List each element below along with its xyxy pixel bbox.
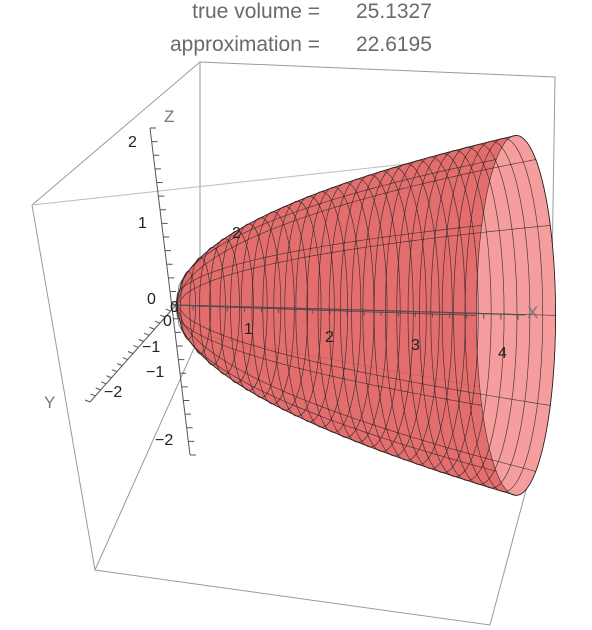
axis-tick xyxy=(95,387,101,391)
axis-tick xyxy=(170,302,177,306)
axis-tick xyxy=(154,320,161,324)
z-tick-label: 0 xyxy=(147,291,156,308)
axis-tick xyxy=(122,357,128,361)
axis-tick xyxy=(90,393,96,397)
box-back-left xyxy=(94,334,201,571)
origin-label: 0 xyxy=(163,313,172,330)
x-tick-label: 1 xyxy=(244,321,253,338)
surface-meridian xyxy=(175,304,551,406)
y-tick-label: 0 xyxy=(170,299,179,316)
axis-tick xyxy=(127,351,134,354)
axis-tick xyxy=(143,332,150,336)
surface-meridian xyxy=(175,225,551,306)
true-volume-label: true volume = xyxy=(192,0,320,23)
z-tick-label: 2 xyxy=(128,134,137,151)
x-tick-label: 4 xyxy=(498,345,507,362)
surface-meridian xyxy=(175,304,477,316)
x-tick-label: 2 xyxy=(325,329,334,346)
axis-tick xyxy=(100,381,107,385)
axes xyxy=(84,127,526,456)
z-axis-minor-ticks xyxy=(150,127,196,456)
axis-tick xyxy=(133,344,139,348)
surface-body xyxy=(176,135,556,496)
paraboloid-surface xyxy=(175,134,556,496)
surface-meridian xyxy=(175,159,497,306)
surface-meridian xyxy=(175,304,536,472)
axis-tick xyxy=(106,375,112,379)
x-axis-minor-ticks xyxy=(175,305,519,320)
x-tick-label: 3 xyxy=(411,337,420,354)
axis-tick xyxy=(160,314,166,318)
x-axis-line xyxy=(175,304,526,316)
surface-meridian xyxy=(175,159,536,306)
axis-tick xyxy=(84,399,91,403)
surface-end-cap xyxy=(476,135,556,496)
axis-tick xyxy=(165,308,171,312)
axis-tick xyxy=(111,369,118,373)
axis-tick xyxy=(149,326,155,330)
true-volume-value: 25.1327 xyxy=(356,0,432,23)
box-back-edges xyxy=(31,61,556,401)
z-tick-label: 1 xyxy=(138,215,147,232)
axis-tick xyxy=(138,338,144,342)
y-tick-label: 2 xyxy=(232,225,241,242)
y-axis-minor-ticks xyxy=(84,302,177,403)
surface-meridian xyxy=(175,304,482,406)
surface-meridian xyxy=(175,304,497,472)
surface-outline xyxy=(175,134,556,496)
z-tick-label: −2 xyxy=(155,432,173,449)
z-axis-name: Z xyxy=(164,107,174,126)
axis-tick xyxy=(117,363,123,367)
y-tick-label: −2 xyxy=(104,384,122,401)
surface-meridian xyxy=(175,225,482,306)
y-tick-label: −1 xyxy=(142,339,160,356)
box-front-edges xyxy=(31,204,551,626)
x-axis-name: X xyxy=(527,303,538,322)
approximation-label: approximation = xyxy=(169,33,320,56)
y-axis-name: Y xyxy=(44,393,55,412)
z-tick-label: −1 xyxy=(146,364,164,381)
approximation-value: 22.6195 xyxy=(356,33,432,56)
